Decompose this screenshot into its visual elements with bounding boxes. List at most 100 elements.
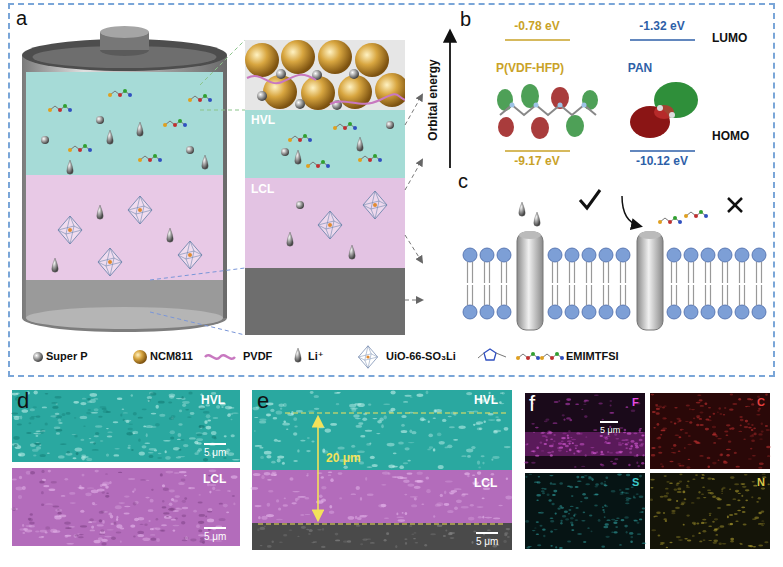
image-texture: [140, 479, 146, 480]
image-texture: [606, 506, 609, 508]
layer-zoom: [245, 268, 405, 335]
battery-cell: [52, 258, 58, 272]
image-texture: [628, 498, 631, 500]
image-texture: [707, 490, 711, 491]
image-texture: [639, 432, 644, 433]
image-texture: [611, 532, 614, 534]
image-texture: [673, 444, 676, 447]
image-texture: [116, 518, 118, 521]
image-texture: [603, 483, 606, 485]
image-texture: [761, 422, 763, 425]
image-texture: [51, 481, 57, 484]
battery-cell: [26, 307, 223, 329]
image-texture: [101, 511, 108, 513]
image-texture: [170, 430, 175, 434]
legend-label: UiO-66-SO₃Li: [386, 350, 456, 363]
image-texture: [165, 471, 173, 474]
image-texture: [33, 406, 37, 408]
image-texture: [66, 543, 74, 545]
image-texture: [257, 528, 259, 531]
image-texture: [627, 432, 632, 435]
image-texture: [723, 460, 726, 462]
layer-zoom: [276, 69, 286, 79]
image-texture: [170, 508, 175, 511]
image-texture: [608, 442, 611, 444]
image-texture: [562, 443, 566, 445]
image-texture: [30, 471, 35, 474]
image-texture: [576, 476, 579, 479]
image-texture: [542, 528, 546, 530]
image-texture: [585, 454, 587, 457]
image-texture: [29, 518, 33, 522]
image-texture: [722, 543, 727, 545]
image-texture: [168, 402, 172, 404]
image-texture: [639, 496, 644, 498]
lipid-bilayer: [506, 262, 507, 283]
image-texture: [572, 442, 574, 444]
lipid-bilayer: [667, 248, 681, 262]
image-texture: [559, 547, 563, 549]
image-texture: [665, 520, 667, 522]
image-texture: [128, 428, 133, 430]
image-texture: [179, 410, 182, 413]
battery-cell: [188, 94, 212, 102]
image-texture: [633, 520, 637, 521]
image-texture: [495, 417, 499, 418]
image-texture: [614, 458, 618, 460]
layer-zoom: [386, 121, 394, 129]
sem-image: [252, 470, 512, 523]
image-texture: [30, 513, 33, 515]
image-texture: [683, 491, 686, 494]
image-texture: [335, 533, 339, 536]
image-texture: [659, 405, 662, 408]
image-texture: [564, 418, 566, 420]
image-texture: [560, 505, 563, 507]
image-texture: [550, 439, 553, 441]
lipid-bilayer: [739, 262, 740, 283]
image-texture: [184, 475, 187, 477]
image-texture: [711, 478, 714, 479]
image-texture: [707, 478, 711, 480]
image-texture: [99, 533, 105, 535]
image-texture: [626, 499, 629, 501]
image-texture: [669, 482, 673, 484]
image-texture: [491, 473, 494, 475]
image-texture: [156, 405, 159, 409]
image-texture: [307, 437, 310, 439]
image-texture: [742, 511, 746, 513]
image-texture: [623, 432, 626, 433]
image-texture: [684, 498, 687, 500]
layer-zoom: [318, 40, 352, 74]
image-texture: [610, 400, 613, 402]
image-texture: [411, 534, 414, 535]
image-texture: [581, 476, 585, 478]
image-texture: [337, 392, 342, 393]
image-texture: [700, 405, 704, 407]
image-texture: [348, 516, 355, 520]
image-texture: [45, 423, 48, 426]
image-texture: [429, 446, 433, 449]
image-texture: [95, 425, 102, 427]
image-texture: [748, 427, 752, 429]
lipid-bilayer: [480, 248, 494, 262]
image-texture: [223, 504, 228, 508]
image-texture: [576, 432, 580, 434]
lipid-bilayer: [616, 248, 630, 262]
image-texture: [675, 434, 680, 436]
image-texture: [618, 451, 623, 453]
image-texture: [641, 443, 644, 445]
image-texture: [478, 467, 481, 469]
lipid-bilayer: [744, 285, 745, 305]
image-texture: [666, 492, 669, 494]
image-texture: [403, 401, 408, 402]
image-texture: [666, 547, 668, 548]
image-texture: [467, 411, 474, 412]
image-texture: [541, 488, 544, 490]
image-texture: [627, 442, 629, 444]
image-texture: [272, 540, 274, 543]
lipid-bilayer: [756, 262, 757, 283]
image-texture: [190, 539, 196, 542]
image-texture: [169, 395, 174, 399]
image-texture: [726, 504, 731, 506]
